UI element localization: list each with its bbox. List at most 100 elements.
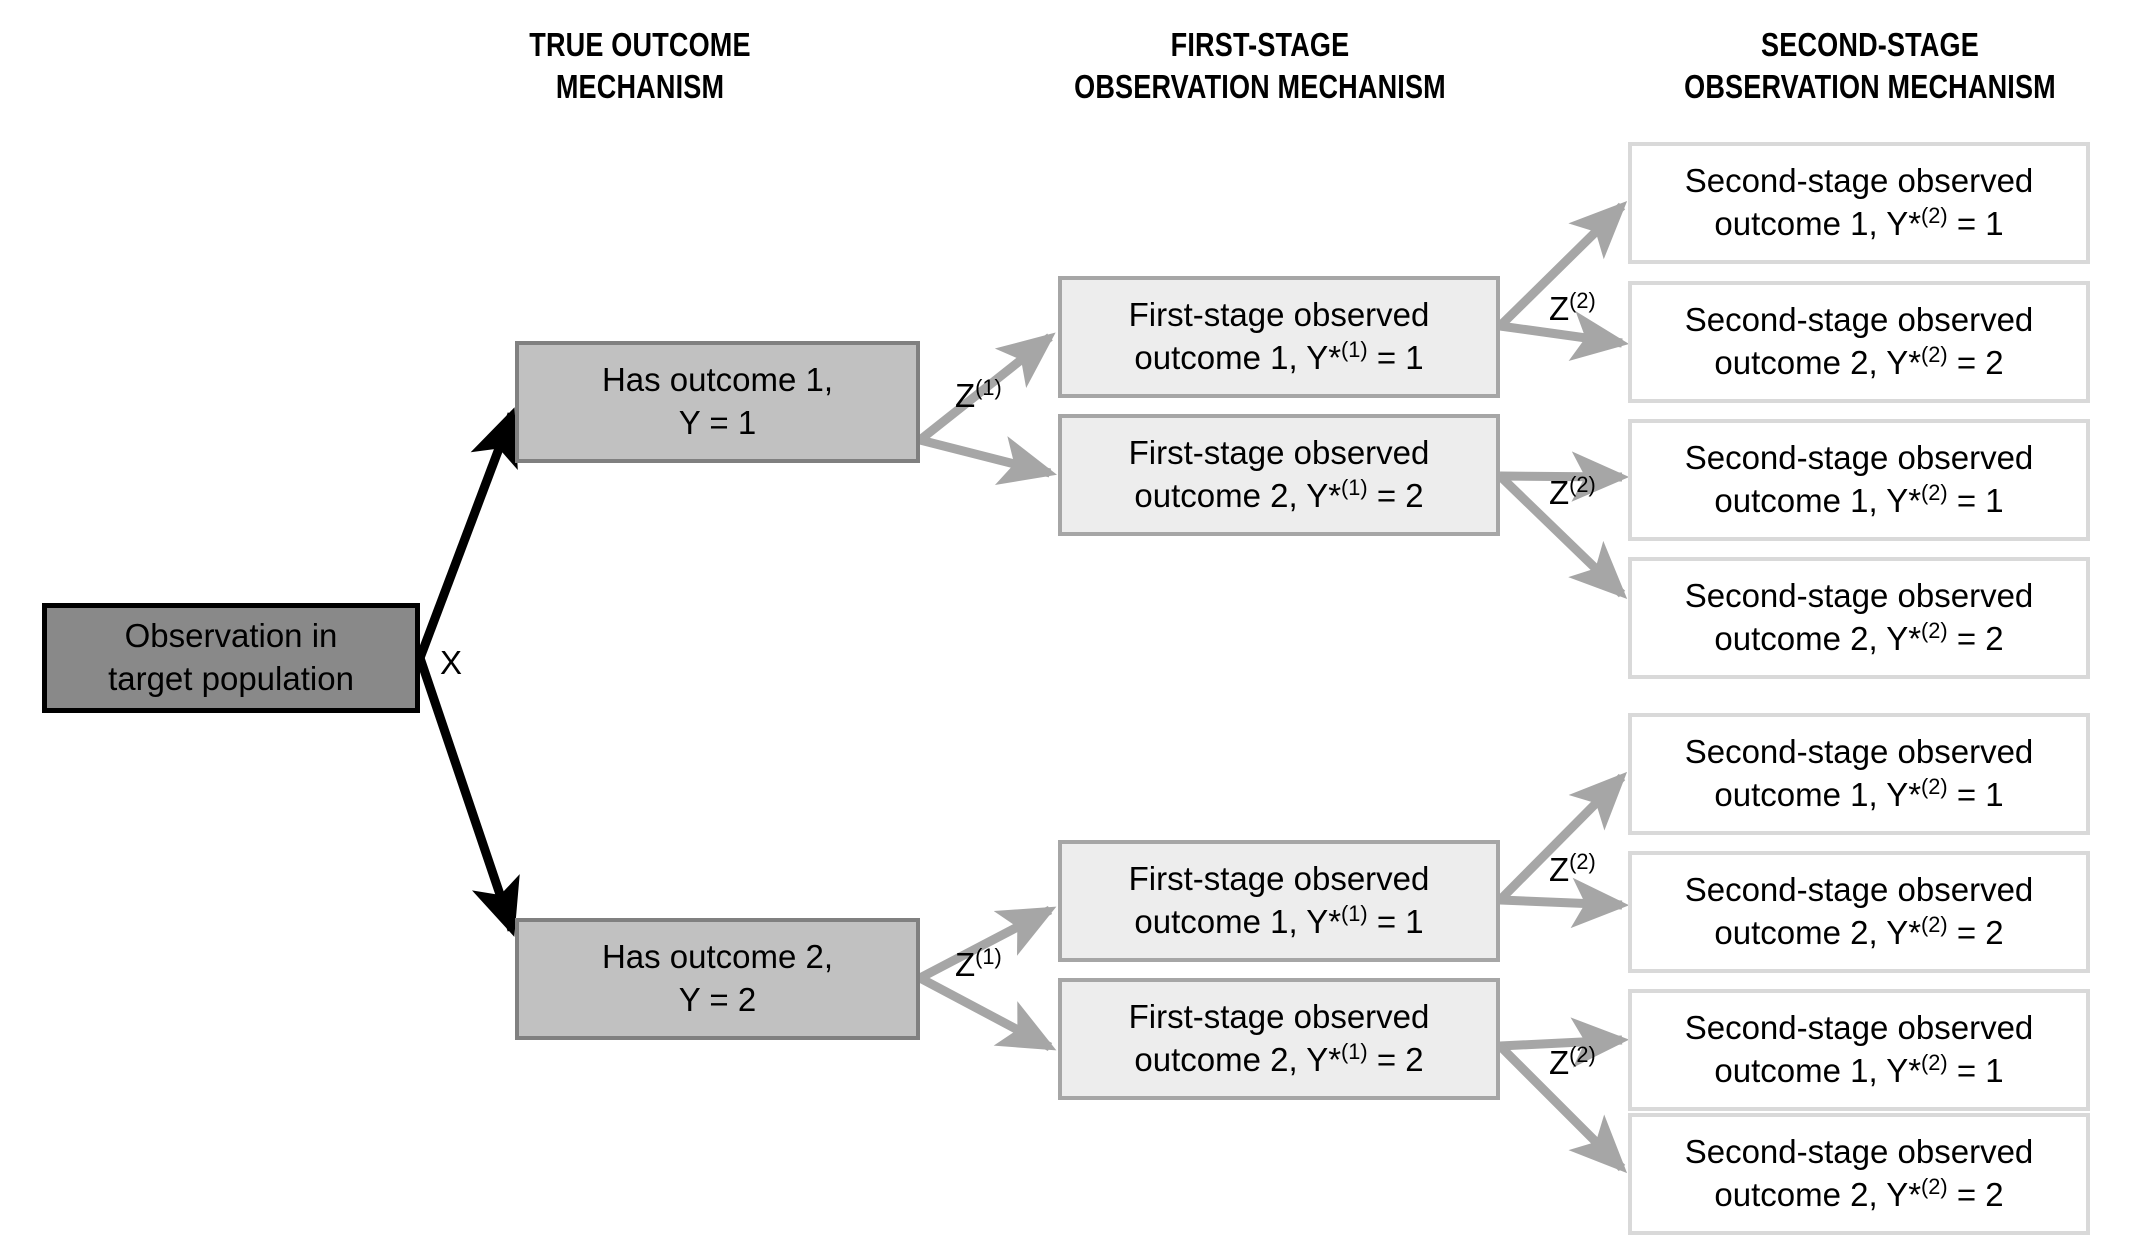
column-header-first-stage-observation-mechanism: FIRST-STAGE OBSERVATION MECHANISM — [1047, 24, 1473, 108]
edge-stage1-d-to-stage2-8 — [1496, 1042, 1628, 1174]
header-line-1: SECOND-STAGE — [1761, 26, 1979, 63]
edge-label-z2-3: Z(2) — [1549, 851, 1596, 886]
edge-stage1-a-to-stage2-2 — [1499, 311, 1630, 362]
stage1-node-text: First-stage observed outcome 1, Y*(1) = … — [1062, 858, 1496, 944]
node-has-outcome-1[interactable]: Has outcome 1, Y = 1 — [515, 341, 920, 463]
node-second-stage-observed-outcome-1-b[interactable]: Second-stage observed outcome 1, Y*(2) =… — [1628, 419, 2090, 541]
line-2-suffix: = 2 — [1947, 344, 2004, 381]
line-2-prefix: outcome 2, Y* — [1714, 1176, 1922, 1213]
edge-label-z2-base: Z — [1549, 474, 1570, 511]
line-2-suffix: = 1 — [1367, 903, 1424, 940]
line-1: Second-stage observed — [1684, 162, 2034, 200]
edge-outcome2-to-stage1-b — [917, 974, 1057, 1051]
stage2-node-text: Second-stage observed outcome 1, Y*(2) =… — [1632, 731, 2086, 817]
edge-group-z1 — [917, 332, 1057, 1051]
edge-label-z2-base: Z — [1549, 290, 1570, 327]
line-1: First-stage observed — [1128, 860, 1430, 898]
header-line-1: FIRST-STAGE — [1170, 26, 1350, 63]
edge-label-z2-4: Z(2) — [1549, 1044, 1596, 1079]
edge-stage1-c-to-stage2-5 — [1496, 771, 1628, 904]
edge-root-to-has-outcome-2 — [415, 656, 520, 937]
line-1: Second-stage observed — [1684, 577, 2034, 615]
line-1: Has outcome 2, — [601, 938, 834, 976]
edge-outcome2-to-stage1-a — [917, 906, 1057, 982]
edge-label-z2-1: Z(2) — [1549, 290, 1596, 327]
line-2: Y = 1 — [678, 404, 757, 441]
line-1: Has outcome 1, — [601, 361, 834, 399]
line-2-suffix: = 2 — [1367, 1041, 1424, 1078]
node-second-stage-observed-outcome-2-a[interactable]: Second-stage observed outcome 2, Y*(2) =… — [1628, 281, 2090, 403]
line-1: Second-stage observed — [1684, 1009, 2034, 1047]
line-2-prefix: outcome 1, Y* — [1134, 339, 1342, 376]
stage2-node-text: Second-stage observed outcome 1, Y*(2) =… — [1632, 160, 2086, 246]
line-2-prefix: outcome 1, Y* — [1714, 205, 1922, 242]
edge-label-z1-base: Z — [955, 377, 976, 414]
node-second-stage-observed-outcome-2-d[interactable]: Second-stage observed outcome 2, Y*(2) =… — [1628, 1113, 2090, 1235]
header-line-2: OBSERVATION MECHANISM — [1074, 68, 1446, 106]
node-first-stage-observed-outcome-2-branch-2[interactable]: First-stage observed outcome 2, Y*(1) = … — [1058, 978, 1500, 1100]
line-2-prefix: outcome 1, Y* — [1134, 903, 1342, 940]
edge-label-z1-top: Z(1) — [955, 377, 1002, 414]
has-outcome-1-text: Has outcome 1, Y = 1 — [519, 359, 916, 445]
root-line-1: Observation in — [124, 617, 338, 655]
node-second-stage-observed-outcome-2-b[interactable]: Second-stage observed outcome 2, Y*(2) =… — [1628, 557, 2090, 679]
stage2-node-text: Second-stage observed outcome 2, Y*(2) =… — [1632, 575, 2086, 661]
node-first-stage-observed-outcome-1-branch-2[interactable]: First-stage observed outcome 1, Y*(1) = … — [1058, 840, 1500, 962]
line-2-suffix: = 2 — [1947, 1176, 2004, 1213]
node-first-stage-observed-outcome-2-branch-1[interactable]: First-stage observed outcome 2, Y*(1) = … — [1058, 414, 1500, 536]
edge-label-z2-2: Z(2) — [1549, 474, 1596, 511]
line-1: Second-stage observed — [1684, 871, 2034, 909]
edge-label-z1-base: Z — [955, 946, 976, 983]
edge-group-x — [415, 407, 520, 937]
line-2-prefix: outcome 2, Y* — [1714, 914, 1922, 951]
line-1: First-stage observed — [1128, 296, 1430, 334]
superscript-stage: (2) — [1921, 1050, 1948, 1075]
edge-stage1-a-to-stage2-1 — [1496, 200, 1628, 330]
node-second-stage-observed-outcome-1-a[interactable]: Second-stage observed outcome 1, Y*(2) =… — [1628, 142, 2090, 264]
node-first-stage-observed-outcome-1-branch-1[interactable]: First-stage observed outcome 1, Y*(1) = … — [1058, 276, 1500, 398]
line-1: Second-stage observed — [1684, 301, 2034, 339]
stage2-node-text: Second-stage observed outcome 2, Y*(2) =… — [1632, 1131, 2086, 1217]
superscript-stage: (2) — [1569, 1042, 1596, 1067]
superscript-stage: (2) — [1921, 342, 1948, 367]
line-2-suffix: = 2 — [1947, 620, 2004, 657]
stage1-node-text: First-stage observed outcome 2, Y*(1) = … — [1062, 996, 1496, 1082]
root-line-2: target population — [108, 660, 354, 697]
header-line-1: TRUE OUTCOME — [529, 26, 751, 63]
line-2-prefix: outcome 1, Y* — [1714, 1052, 1922, 1089]
superscript-stage: (2) — [1569, 849, 1596, 874]
line-2-prefix: outcome 2, Y* — [1714, 344, 1922, 381]
column-header-true-outcome-mechanism: TRUE OUTCOME MECHANISM — [476, 24, 804, 108]
column-header-second-stage-observation-mechanism: SECOND-STAGE OBSERVATION MECHANISM — [1649, 24, 2092, 108]
superscript-stage: (1) — [1341, 337, 1368, 362]
superscript-stage: (2) — [1921, 774, 1948, 799]
stage2-node-text: Second-stage observed outcome 2, Y*(2) =… — [1632, 869, 2086, 955]
edge-stage1-d-to-stage2-7 — [1499, 1017, 1630, 1068]
node-observation-in-target-population[interactable]: Observation in target population — [42, 603, 420, 713]
line-2-suffix: = 1 — [1947, 776, 2004, 813]
line-1: Second-stage observed — [1684, 733, 2034, 771]
stage1-node-text: First-stage observed outcome 1, Y*(1) = … — [1062, 294, 1496, 380]
line-2-suffix: = 2 — [1367, 477, 1424, 514]
superscript-stage: (1) — [975, 375, 1002, 400]
line-2-prefix: outcome 2, Y* — [1134, 477, 1342, 514]
header-line-2: MECHANISM — [555, 68, 725, 106]
superscript-stage: (2) — [1569, 472, 1596, 497]
edge-outcome1-to-stage1-b — [918, 435, 1057, 486]
superscript-stage: (1) — [1341, 901, 1368, 926]
node-second-stage-observed-outcome-1-d[interactable]: Second-stage observed outcome 1, Y*(2) =… — [1628, 989, 2090, 1111]
edge-group-z2 — [1496, 200, 1630, 1174]
line-2-prefix: outcome 1, Y* — [1714, 482, 1922, 519]
superscript-stage: (1) — [975, 944, 1002, 969]
line-1: Second-stage observed — [1684, 1133, 2034, 1171]
edge-label-x: X — [440, 646, 462, 679]
node-second-stage-observed-outcome-1-c[interactable]: Second-stage observed outcome 1, Y*(2) =… — [1628, 713, 2090, 835]
line-2-prefix: outcome 2, Y* — [1714, 620, 1922, 657]
node-second-stage-observed-outcome-2-c[interactable]: Second-stage observed outcome 2, Y*(2) =… — [1628, 851, 2090, 973]
edge-stage1-c-to-stage2-6 — [1499, 877, 1630, 929]
stage2-node-text: Second-stage observed outcome 1, Y*(2) =… — [1632, 437, 2086, 523]
node-has-outcome-2[interactable]: Has outcome 2, Y = 2 — [515, 918, 920, 1040]
superscript-stage: (2) — [1921, 912, 1948, 937]
superscript-stage: (1) — [1341, 1039, 1368, 1064]
